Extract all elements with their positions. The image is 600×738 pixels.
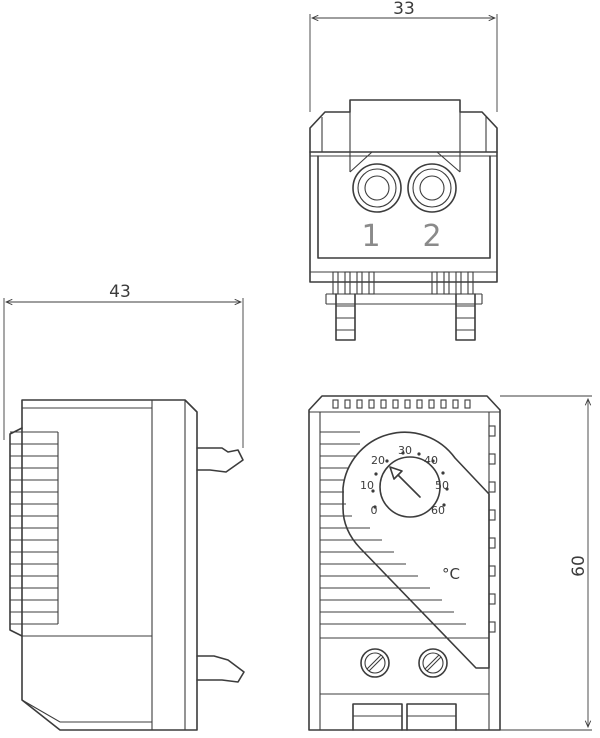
front-view-body xyxy=(308,395,501,731)
top-view: 33 1 2 xyxy=(309,0,498,341)
dial-label-30: 30 xyxy=(398,444,412,457)
side-view-clip-bottom xyxy=(196,655,245,683)
front-view: 60 xyxy=(308,395,592,731)
dimension-height: 60 xyxy=(500,395,592,731)
top-view-clip-left xyxy=(335,293,356,341)
dimension-depth: 43 xyxy=(3,282,244,448)
side-view-ribs xyxy=(10,431,59,625)
dial-label-10: 10 xyxy=(360,479,374,492)
side-view: 43 xyxy=(3,282,245,731)
dimension-height-label: 60 xyxy=(569,555,589,577)
top-view-body xyxy=(309,99,498,283)
top-view-vents-right xyxy=(431,271,474,295)
dial-panel xyxy=(342,431,490,669)
terminal-socket-1 xyxy=(352,163,402,213)
terminal-screw-1 xyxy=(360,648,390,678)
dial-label-20: 20 xyxy=(371,454,385,467)
dial-label-0: 0 xyxy=(371,504,378,517)
terminal-socket-2 xyxy=(407,163,457,213)
dial-ticks xyxy=(371,451,449,509)
dimension-width: 33 xyxy=(309,0,498,112)
front-view-side-vents xyxy=(488,425,496,633)
side-view-clip-top xyxy=(196,447,244,473)
dial-label-40: 40 xyxy=(424,454,438,467)
dimension-width-label: 33 xyxy=(393,0,415,19)
temperature-dial[interactable] xyxy=(379,456,441,518)
cable-entries xyxy=(352,703,457,731)
front-view-louvres xyxy=(320,431,466,625)
front-view-top-vents xyxy=(332,399,471,409)
top-view-vents-left xyxy=(332,271,375,295)
terminal-label-2: 2 xyxy=(422,219,441,254)
top-view-clip-right xyxy=(455,293,476,341)
terminal-label-1: 1 xyxy=(361,219,380,254)
temperature-unit-label: °C xyxy=(442,565,460,583)
dimension-depth-label: 43 xyxy=(109,282,131,302)
side-view-body xyxy=(21,399,198,731)
terminal-screw-2 xyxy=(418,648,448,678)
dial-label-50: 50 xyxy=(435,479,449,492)
dial-label-60: 60 xyxy=(431,504,445,517)
